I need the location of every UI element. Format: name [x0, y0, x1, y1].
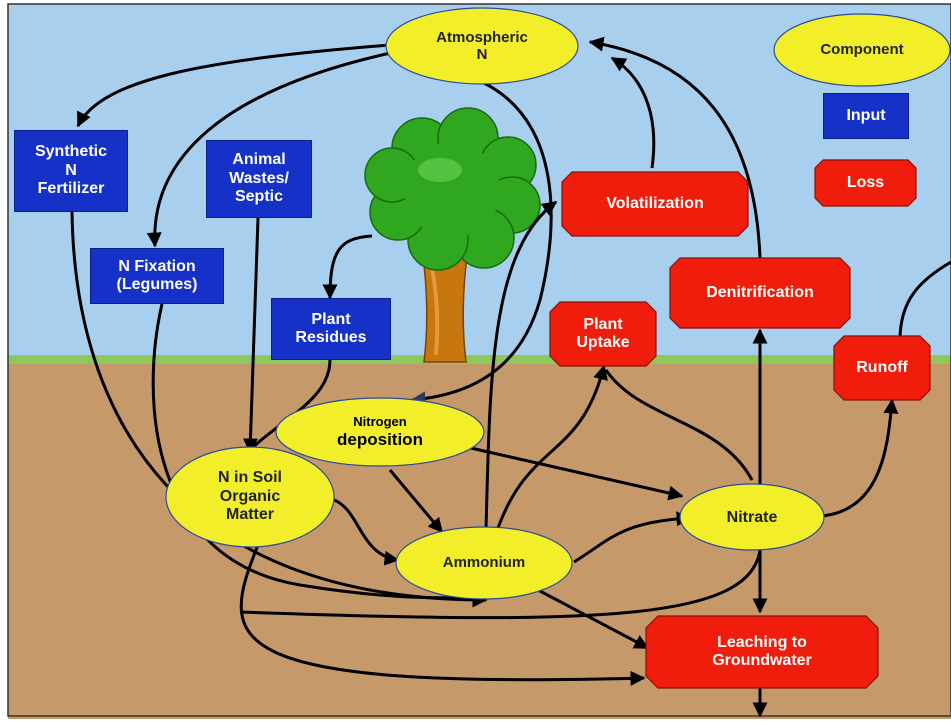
grass-strip [8, 355, 951, 364]
frame-border [7, 3, 951, 717]
legend-loss-label: Loss [846, 173, 885, 191]
arrow-atmos-to-deposition [410, 80, 553, 407]
synthetic-fertilizer-box: Synthetic N Fertilizer [14, 130, 128, 212]
legend-input-box: Input [823, 93, 909, 139]
arrow-ammonium-to-uptake [496, 364, 608, 529]
arrow-soilorg-to-ammonium [333, 498, 400, 566]
arrow-atmos-to-synthetic [76, 43, 391, 128]
nitrogen-deposition-line2: deposition [337, 429, 423, 449]
flow-arrows [70, 36, 951, 718]
plant-uptake-shape [549, 301, 657, 367]
arrow-animal-to-soilorg [242, 217, 260, 454]
arrow-deposition-to-nitrate [461, 444, 684, 501]
animal-wastes-box: Animal Wastes/ Septic [206, 140, 312, 218]
ammonium-label: Ammonium [442, 554, 526, 572]
leaching-shape [645, 615, 879, 689]
atmospheric-n-shape [385, 7, 579, 85]
plant-residues-box: Plant Residues [271, 298, 391, 360]
ammonium-shape [395, 526, 573, 600]
legend-component-label: Component [820, 41, 904, 59]
volatilization-label: Volatilization [606, 194, 704, 212]
denitrification-label: Denitrification [706, 283, 814, 301]
volatilization-shape [561, 171, 749, 237]
arrow-denitrification-to-atmos [588, 36, 762, 259]
nitrate-shape [679, 483, 825, 551]
nitrate-label: Nitrate [726, 508, 778, 526]
arrow-tree-to-residues [322, 234, 373, 300]
nitrogen-deposition-line1: Nitrogen [353, 413, 407, 429]
arrow-nitrate-to-runoff [821, 398, 899, 518]
nitrogen-deposition-shape [275, 397, 485, 467]
arrow-synthetic-to-ammonium [70, 211, 488, 608]
tree-icon [364, 107, 541, 363]
arrow-ammonium-to-volatilization [484, 200, 558, 531]
leaching-label: Leaching to Groundwater [712, 633, 812, 669]
legend-component-shape [773, 13, 951, 87]
arrow-deposition-to-ammonium [388, 469, 444, 534]
runoff-shape [833, 335, 931, 401]
component-shapes [165, 7, 951, 600]
arrow-nitrate-to-uptake [604, 369, 754, 481]
plant-uptake-label: Plant Uptake [576, 315, 630, 351]
arrow-runoff-up [898, 260, 951, 341]
denitrification-shape [669, 257, 851, 329]
runoff-label: Runoff [856, 358, 908, 376]
soil-organic-matter-shape [165, 446, 335, 548]
arrow-soilorg-to-leaching [239, 544, 646, 686]
soil-organic-matter-label: N in Soil Organic Matter [218, 469, 282, 524]
arrow-fixation-to-ammonium [151, 303, 489, 600]
arrow-nitrate-to-ammonium-loop [239, 549, 762, 620]
legend-loss-shape [814, 159, 917, 207]
arrow-atmos-to-fixation [146, 50, 396, 248]
n-fixation-box: N Fixation (Legumes) [90, 248, 224, 304]
arrow-ammonium-to-nitrate [573, 511, 692, 564]
nitrogen-deposition-label: Nitrogen deposition [290, 408, 470, 456]
arrow-residues-to-soilorg [248, 359, 332, 452]
loss-shapes [549, 159, 931, 689]
arrow-volatilization-to-atmos [610, 56, 656, 169]
arrow-ammonium-to-leaching [537, 588, 650, 650]
atmospheric-n-label: Atmospheric N [436, 28, 528, 63]
